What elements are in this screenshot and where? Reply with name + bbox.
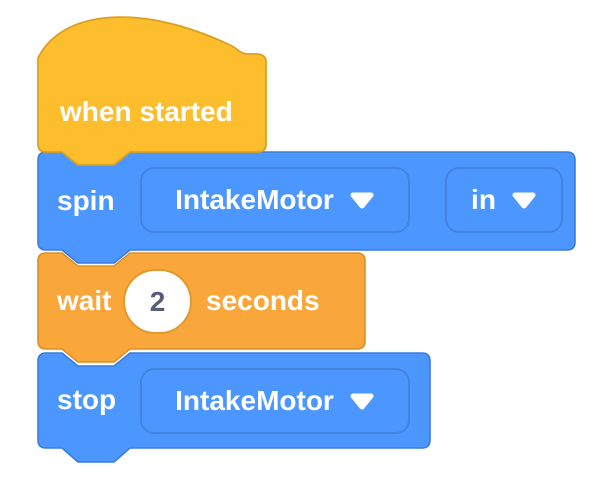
wait-seconds-input[interactable]: 2 [123,269,192,334]
stop-label: stop [57,384,117,415]
wait-label: wait [57,285,112,316]
stop-block-shape[interactable] [37,352,431,463]
when-started-label: when started [60,96,233,127]
wait-seconds-value: 2 [149,285,166,317]
spin-direction-dropdown-value: in [471,184,496,215]
wait-block-shape[interactable] [37,252,366,363]
stop-motor-dropdown[interactable]: IntakeMotor [140,368,410,434]
dropdown-arrow-icon [512,192,536,208]
spin-motor-dropdown[interactable]: IntakeMotor [140,167,410,233]
spin-motor-dropdown-value: IntakeMotor [175,184,334,215]
spin-direction-dropdown[interactable]: in [445,167,563,233]
spin-block-shape[interactable] [37,151,576,264]
dropdown-arrow-icon [350,192,374,208]
spin-label: spin [57,185,115,216]
stop-motor-dropdown-value: IntakeMotor [175,385,334,416]
seconds-label: seconds [206,285,320,316]
when-started-block-shape[interactable] [37,16,267,166]
dropdown-arrow-icon [350,393,374,409]
